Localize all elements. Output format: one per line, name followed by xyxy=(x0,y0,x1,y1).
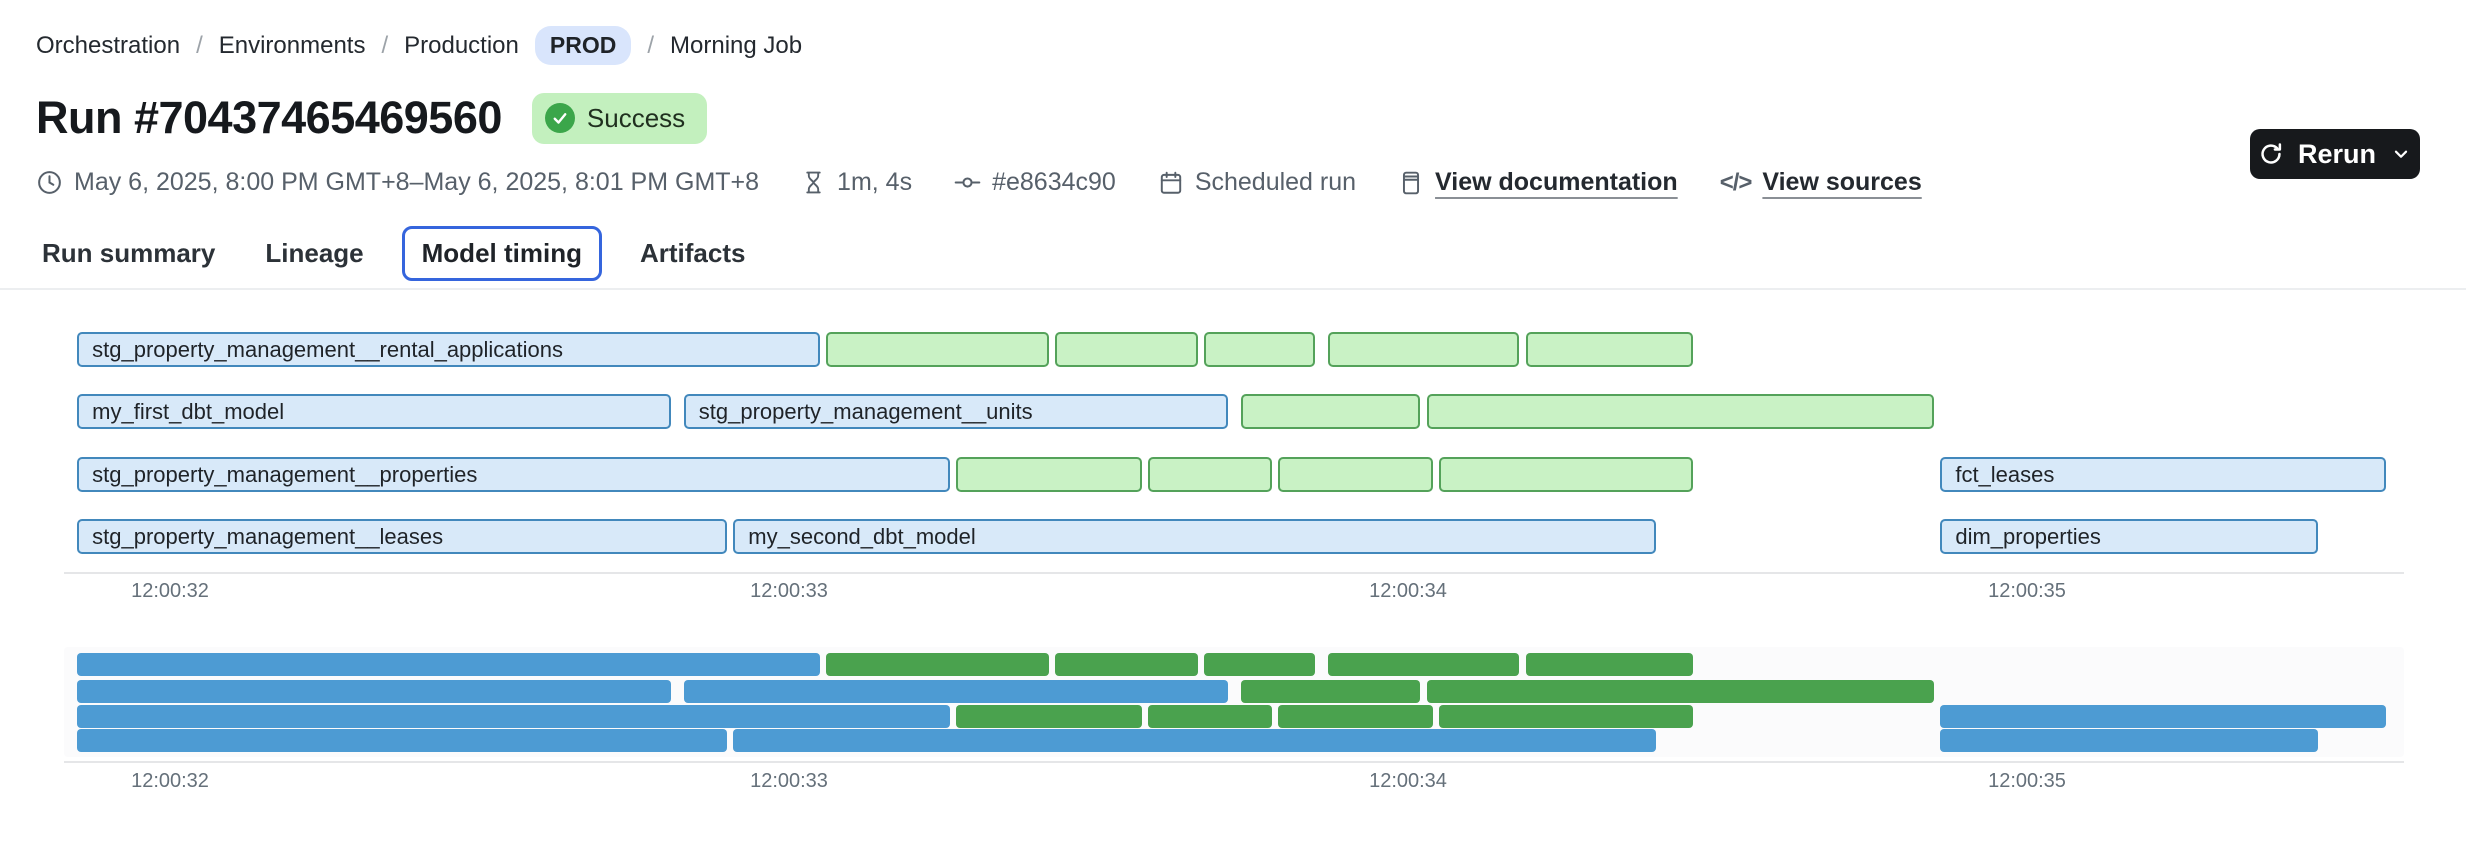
view-sources-link[interactable]: View sources xyxy=(1762,168,1922,196)
minimap-bar[interactable] xyxy=(1940,729,2318,752)
chevron-down-icon xyxy=(2394,150,2408,158)
breadcrumb-item-production[interactable]: Production xyxy=(404,31,519,59)
minimap-bar[interactable] xyxy=(77,680,672,703)
gantt-bar-label: my_first_dbt_model xyxy=(92,398,285,424)
minimap-bar[interactable] xyxy=(956,705,1142,728)
gantt-bar-label: stg_property_management__rental_applicat… xyxy=(92,336,564,362)
axis-tick-label: 12:00:34 xyxy=(1369,580,1447,602)
environment-badge: PROD xyxy=(534,26,632,65)
tab-artifacts[interactable]: Artifacts xyxy=(639,238,746,268)
gantt-bar[interactable] xyxy=(1278,457,1433,492)
axis-tick-label: 12:00:35 xyxy=(1988,580,2066,602)
model-timing-chart: stg_property_management__rental_applicat… xyxy=(0,300,2466,820)
breadcrumb-item-environments[interactable]: Environments xyxy=(218,31,366,59)
minimap-bar[interactable] xyxy=(1055,653,1198,676)
minimap-bar[interactable] xyxy=(1426,680,1935,703)
minimap-bar[interactable] xyxy=(1940,705,2386,728)
gantt-bar[interactable] xyxy=(1327,332,1520,367)
gantt-bar[interactable]: stg_property_management__rental_applicat… xyxy=(77,332,820,367)
clock-icon xyxy=(38,171,61,194)
minimap-bar[interactable] xyxy=(1148,705,1272,728)
minimap-axis-line xyxy=(64,761,2404,763)
gantt-bar[interactable] xyxy=(956,457,1142,492)
tab-lineage[interactable]: Lineage xyxy=(265,238,364,268)
refresh-icon xyxy=(2261,143,2282,164)
gantt-bar[interactable]: stg_property_management__units xyxy=(683,394,1229,429)
meta-duration: 1m, 4s xyxy=(801,168,912,197)
breadcrumb-separator: / xyxy=(196,31,203,59)
gantt-bar-label: stg_property_management__properties xyxy=(92,461,478,487)
rerun-button[interactable]: Rerun xyxy=(2250,129,2420,179)
run-tabs: Run summary Lineage Model timing Artifac… xyxy=(40,226,747,281)
gantt-bar[interactable] xyxy=(1438,457,1693,492)
view-documentation-link[interactable]: View documentation xyxy=(1435,168,1678,196)
gantt-bar[interactable]: my_second_dbt_model xyxy=(733,519,1656,554)
gantt-bar[interactable] xyxy=(826,332,1049,367)
tab-run-summary[interactable]: Run summary xyxy=(42,238,216,268)
gantt-bar[interactable] xyxy=(1148,457,1272,492)
commit-icon xyxy=(954,177,981,188)
gantt-bar-label: my_second_dbt_model xyxy=(748,523,976,549)
status-label: Success xyxy=(586,102,686,133)
minimap-bar[interactable] xyxy=(733,729,1656,752)
minimap-bar[interactable] xyxy=(77,653,820,676)
calendar-icon xyxy=(1160,171,1181,194)
breadcrumb-separator: / xyxy=(381,31,389,59)
gantt-bar-label: fct_leases xyxy=(1955,461,2055,487)
gantt-bar[interactable]: stg_property_management__leases xyxy=(77,519,728,554)
page-title: Run #70437465469560 xyxy=(36,92,502,143)
axis-tick-label: 12:00:33 xyxy=(750,580,828,602)
axis-tick-label: 12:00:32 xyxy=(131,770,209,792)
axis-tick-label: 12:00:35 xyxy=(1988,770,2066,792)
success-check-icon xyxy=(544,103,575,133)
axis-tick-label: 12:00:32 xyxy=(131,580,209,602)
minimap-bar[interactable] xyxy=(1438,705,1693,728)
minimap-bar[interactable] xyxy=(1278,705,1433,728)
minimap-bar[interactable] xyxy=(826,653,1049,676)
view-documentation-link-item: View documentation xyxy=(1398,168,1678,197)
minimap-bar[interactable] xyxy=(77,729,728,752)
rerun-label: Rerun xyxy=(2297,138,2376,169)
gantt-bar-label: stg_property_management__leases xyxy=(92,523,444,549)
title-row: Run #70437465469560 Success xyxy=(36,92,708,144)
minimap-bar[interactable] xyxy=(77,705,950,728)
minimap-bar[interactable] xyxy=(1240,680,1421,703)
gantt-bar[interactable] xyxy=(1240,394,1421,429)
gantt-bar[interactable] xyxy=(1525,332,1693,367)
status-badge: Success xyxy=(531,92,708,144)
gantt-bar[interactable] xyxy=(1426,394,1935,429)
tabs-divider xyxy=(0,288,2466,290)
minimap-bar[interactable] xyxy=(1525,653,1693,676)
run-meta-bar: May 6, 2025, 8:00 PM GMT+8–May 6, 2025, … xyxy=(36,168,1922,197)
gantt-bar[interactable] xyxy=(1203,332,1316,367)
breadcrumb-item-morning-job[interactable]: Morning Job xyxy=(670,31,803,59)
breadcrumb-item-orchestration[interactable]: Orchestration xyxy=(36,31,181,59)
gantt-axis-line xyxy=(64,572,2404,574)
gantt-bar-label: stg_property_management__units xyxy=(698,398,1033,424)
axis-tick-label: 12:00:33 xyxy=(750,770,828,792)
gantt-bar[interactable]: dim_properties xyxy=(1940,519,2318,554)
gantt-bar[interactable]: fct_leases xyxy=(1940,457,2386,492)
breadcrumb: Orchestration / Environments / Productio… xyxy=(36,26,802,65)
tab-model-timing[interactable]: Model timing xyxy=(401,226,602,281)
document-icon xyxy=(1403,171,1420,194)
breadcrumb-separator: / xyxy=(647,31,655,59)
gantt-bar[interactable]: my_first_dbt_model xyxy=(77,394,672,429)
meta-trigger: Scheduled run xyxy=(1158,168,1356,197)
minimap-bar[interactable] xyxy=(683,680,1229,703)
hourglass-icon xyxy=(806,171,821,194)
gantt-bar-label: dim_properties xyxy=(1955,523,2101,549)
gantt-bar[interactable] xyxy=(1055,332,1198,367)
code-icon: </> xyxy=(1719,168,1753,196)
gantt-bar[interactable]: stg_property_management__properties xyxy=(77,457,950,492)
view-sources-link-item: </> View sources xyxy=(1720,168,1922,197)
minimap-bar[interactable] xyxy=(1327,653,1520,676)
meta-commit: #e8634c90 xyxy=(954,168,1116,197)
minimap-bar[interactable] xyxy=(1203,653,1316,676)
meta-time-range: May 6, 2025, 8:00 PM GMT+8–May 6, 2025, … xyxy=(36,168,759,197)
axis-tick-label: 12:00:34 xyxy=(1369,770,1447,792)
